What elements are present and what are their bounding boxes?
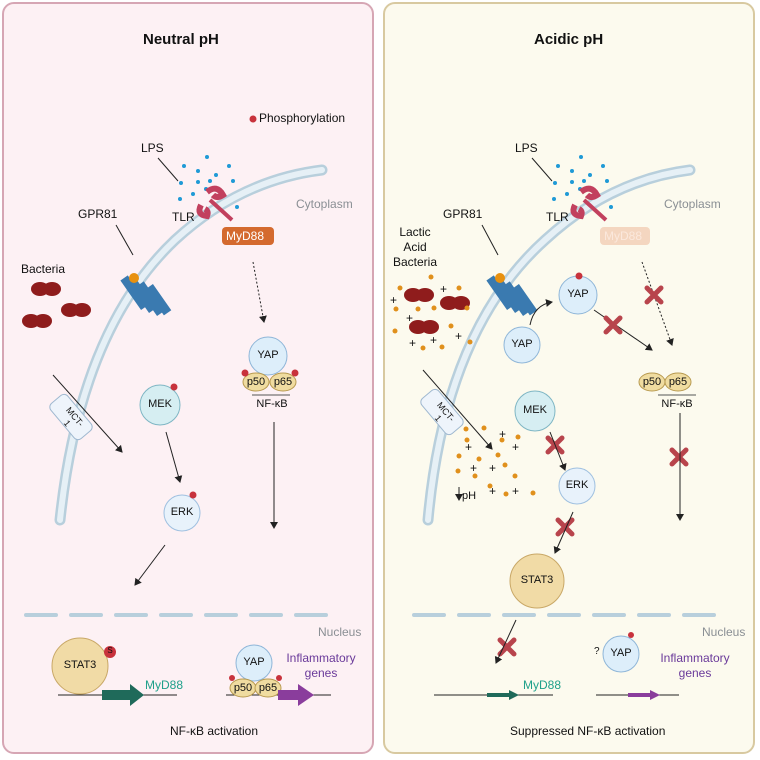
nfkb-label-right: NF-κB (661, 398, 693, 410)
svg-text:+: + (489, 484, 496, 498)
p65-label-right: p65 (668, 376, 688, 388)
mct1-transporter-right (420, 388, 464, 436)
ph-decrease-label: pH (462, 490, 477, 502)
nuclear-yap-label: YAP (243, 656, 265, 668)
tlr-label-right: TLR (546, 210, 569, 224)
inflammatory-gene-arrow-left (278, 684, 314, 706)
mek-label: MEK (148, 398, 172, 410)
myd88-gene-arrow-left (102, 684, 144, 706)
svg-text:+: + (470, 461, 477, 475)
proton-signs: + + + + + + + (465, 427, 519, 498)
myd88-gene-arrow-right (487, 690, 519, 700)
phosphorylation-legend-icon (249, 115, 257, 123)
yap-nucleus-right (602, 635, 640, 673)
neutral-ph-panel (2, 2, 374, 754)
svg-text:+: + (512, 440, 519, 454)
p50-label-right: p50 (642, 376, 662, 388)
gpr81-label: GPR81 (78, 207, 118, 221)
myd88-gene-label: MyD88 (145, 678, 184, 692)
lactate-cytoplasm-dots (455, 425, 536, 497)
cytoplasm-label-right: Cytoplasm (664, 197, 721, 211)
stat3-label-right: STAT3 (520, 574, 554, 586)
erk-node-left (163, 494, 201, 532)
acidic-ph-title: Acidic pH (534, 31, 604, 48)
myd88-adapter-right-faded (600, 227, 650, 245)
svg-text:+: + (430, 333, 437, 347)
stat3-node-left (51, 637, 109, 695)
nucleus-label-right: Nucleus (702, 625, 746, 639)
inflam-line2: genes (304, 666, 338, 680)
myd88-gene-label-right: MyD88 (523, 678, 562, 692)
inflam-line1-right: Inflammatory (660, 651, 730, 665)
yap-node-right (503, 326, 541, 364)
nfkb-label: NF-κB (256, 398, 288, 410)
phosphorylation-legend-label: Phosphorylation (259, 111, 346, 125)
neutral-ph-title: Neutral pH (143, 31, 219, 48)
myd88-adapter-left (222, 227, 274, 245)
inflammatory-gene-arrow-right (628, 690, 660, 700)
myd88-adapter-label-right: MyD88 (604, 229, 643, 243)
svg-text:+: + (512, 484, 519, 498)
cytoplasm-label: Cytoplasm (296, 197, 353, 211)
stat3-node-right (509, 553, 565, 609)
myd88-adapter-label: MyD88 (226, 229, 265, 243)
svg-text:+: + (489, 461, 496, 475)
neutral-footer: NF-κB activation (170, 724, 259, 738)
stat3-serine-mark: S (107, 646, 113, 655)
yap-node-left (248, 336, 288, 376)
yap-label: YAP (257, 349, 279, 361)
mct1-transporter-left (49, 393, 93, 441)
lab-line3: Bacteria (392, 255, 438, 269)
bacteria-left-icon (22, 282, 91, 328)
yap-label-right: YAP (511, 338, 533, 350)
yap-phospho-label: YAP (567, 288, 589, 300)
gpr81-receptor-left-icon (120, 273, 172, 317)
lab-line1: Lactic (399, 225, 431, 239)
unknown-mark: ? (594, 646, 600, 657)
svg-text:+: + (406, 311, 413, 325)
tlr-label: TLR (172, 210, 195, 224)
p50-label: p50 (246, 376, 266, 388)
nuclear-p65-label: p65 (258, 682, 278, 694)
inhibition-marks (497, 285, 689, 657)
p65-label: p65 (273, 376, 293, 388)
lactic-acid-bacteria-icon: + + + + + + (390, 274, 473, 351)
erk-node-right (558, 467, 596, 505)
lab-line2: Acid (403, 240, 427, 254)
mek-label-right: MEK (523, 404, 547, 416)
svg-text:+: + (390, 293, 397, 307)
inflam-line2-right: genes (678, 666, 712, 680)
tlr-receptor-right-icon (570, 185, 608, 222)
mek-node-left (139, 384, 181, 426)
nuclear-p50-label: p50 (233, 682, 253, 694)
acidic-ph-panel (383, 2, 755, 754)
svg-text:+: + (499, 427, 506, 441)
svg-text:+: + (409, 336, 416, 350)
tlr-receptor-left-icon (196, 185, 234, 222)
svg-text:+: + (465, 440, 472, 454)
svg-text:+: + (455, 329, 462, 343)
gpr81-receptor-right-icon (486, 273, 538, 317)
mek-node-right (514, 390, 556, 432)
erk-label: ERK (170, 506, 194, 518)
lps-label-right: LPS (515, 141, 538, 155)
inflam-line1: Inflammatory (286, 651, 356, 665)
lps-pointer (157, 157, 179, 182)
lps-label: LPS (141, 141, 164, 155)
svg-text:+: + (440, 282, 447, 296)
lps-dots-left (178, 155, 239, 209)
acidic-footer: Suppressed NF-κB activation (510, 724, 666, 738)
gpr81-label-right: GPR81 (443, 207, 483, 221)
nucleus-label: Nucleus (318, 625, 362, 639)
stat3-label: STAT3 (63, 659, 97, 671)
bacteria-label: Bacteria (21, 262, 66, 276)
erk-label-right: ERK (565, 479, 589, 491)
nuclear-yap-label-right: YAP (610, 647, 632, 659)
